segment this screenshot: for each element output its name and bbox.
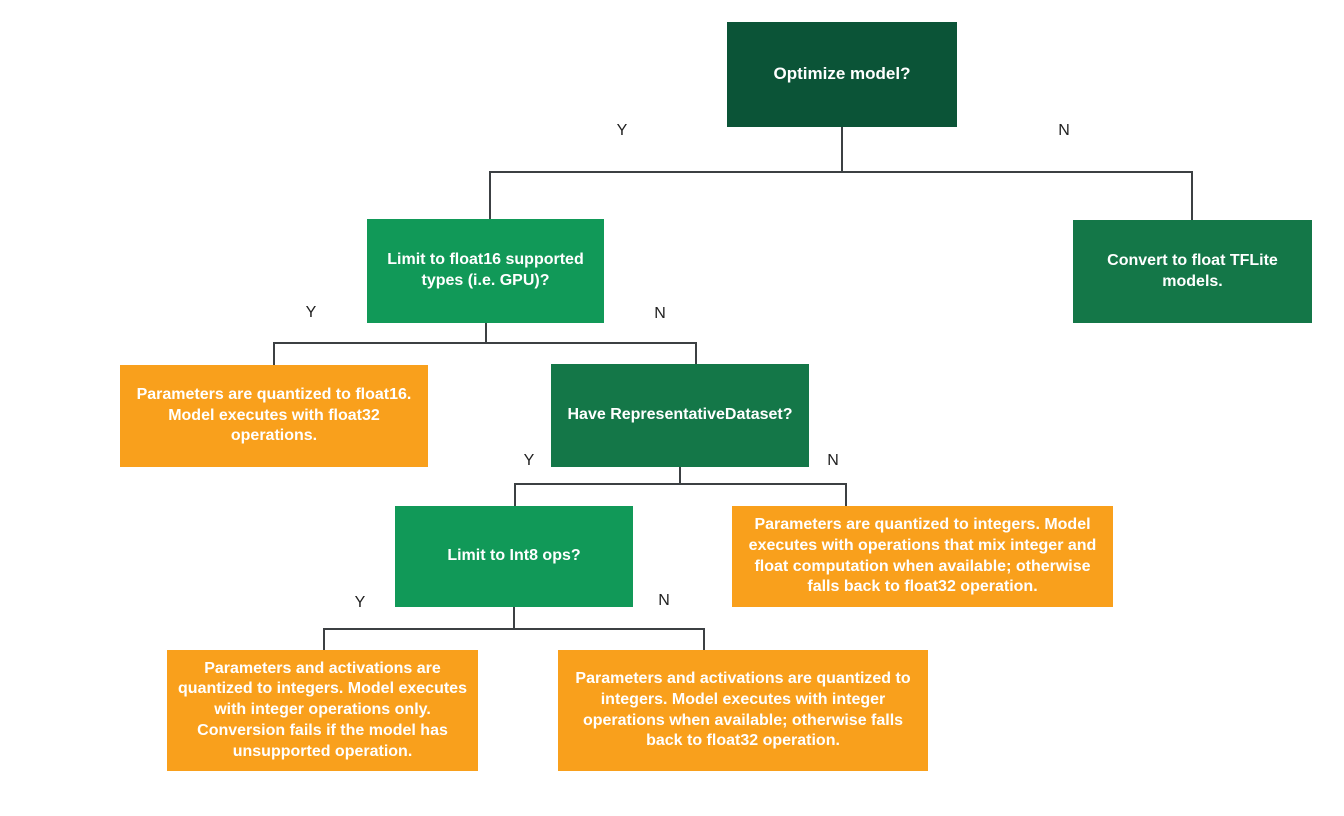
edge-label-limit-float16-no: N — [654, 305, 666, 322]
connector-line — [489, 171, 491, 219]
connector-line — [703, 628, 705, 650]
node-have-representative-dataset: Have RepresentativeDataset? — [551, 364, 809, 467]
node-integer-only-result: Parameters and activations are quantized… — [167, 650, 478, 771]
edge-label-have-dataset-yes: Y — [523, 452, 535, 469]
connector-line — [845, 483, 847, 506]
edge-label-limit-int8-no: N — [658, 592, 670, 609]
node-label: Parameters and activations are quantized… — [575, 669, 911, 750]
connector-line — [514, 483, 516, 506]
node-label: Parameters and activations are quantized… — [178, 659, 467, 760]
connector-line — [273, 342, 697, 344]
edge-label-optimize-no: N — [1058, 122, 1070, 139]
node-label: Convert to float TFLite models. — [1107, 251, 1278, 290]
node-label: Limit to Int8 ops? — [447, 547, 581, 565]
node-label: Have RepresentativeDataset? — [567, 406, 793, 424]
node-limit-int8: Limit to Int8 ops? — [395, 506, 633, 607]
node-integer-fallback-result: Parameters and activations are quantized… — [558, 650, 928, 771]
connector-line — [841, 127, 843, 172]
connector-line — [1191, 171, 1193, 220]
node-convert-float-tflite: Convert to float TFLite models. — [1073, 220, 1312, 323]
node-integer-mixed-result: Parameters are quantized to integers. Mo… — [732, 506, 1113, 607]
edge-label-limit-float16-yes: Y — [305, 304, 317, 321]
connector-line — [323, 628, 705, 630]
edge-label-limit-int8-yes: Y — [354, 594, 366, 611]
connector-line — [485, 323, 487, 344]
connector-line — [679, 467, 681, 484]
connector-line — [514, 483, 847, 485]
node-label: Limit to float16 supported types (i.e. G… — [387, 251, 584, 289]
edge-label-have-dataset-no: N — [827, 452, 839, 469]
node-optimize-model: Optimize model? — [727, 22, 957, 127]
connector-line — [489, 171, 1193, 173]
node-label: Parameters are quantized to float16. Mod… — [136, 385, 412, 445]
edge-label-optimize-yes: Y — [616, 122, 628, 139]
connector-line — [695, 342, 697, 365]
connector-line — [323, 628, 325, 650]
node-float16-result: Parameters are quantized to float16. Mod… — [120, 365, 428, 467]
node-label: Parameters are quantized to integers. Mo… — [748, 515, 1097, 596]
node-limit-float16: Limit to float16 supported types (i.e. G… — [367, 219, 604, 323]
connector-line — [513, 607, 515, 629]
connector-line — [273, 342, 275, 365]
node-label: Optimize model? — [773, 64, 911, 84]
